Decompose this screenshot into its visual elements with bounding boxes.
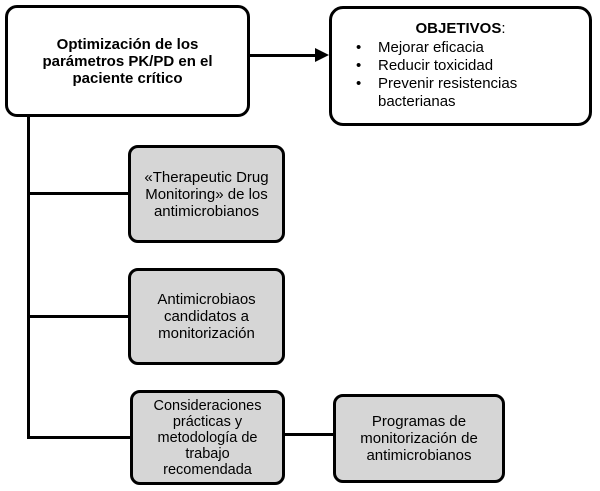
objective-item: Reducir toxicidad [332,57,589,75]
arrowhead-right-icon [315,48,329,62]
branch-box-consideraciones-practicas: Consideraciones prácticas y metodología … [130,390,285,485]
branch-line-consideraciones [27,436,130,439]
root-box-optimizacion-pkpd: Optimización de los parámetros PK/PD en … [5,5,250,117]
arrow-root-to-objectives-line [250,54,318,57]
objectives-list: Mejorar eficacia Reducir toxicidad Preve… [332,39,589,111]
objectives-box: OBJETIVOS: Mejorar eficacia Reducir toxi… [329,6,592,126]
programs-box-monitorizacion: Programas de monitorización de antimicro… [333,394,505,483]
objective-item: Prevenir resistencias bacterianas [332,75,589,111]
branch-box-therapeutic-drug-monitoring: «Therapeutic Drug Monitoring» de los ant… [128,145,285,243]
trunk-connector-line [27,115,30,439]
objectives-heading-colon: : [501,20,506,37]
branch-line-candidatos [27,315,128,318]
connector-consideraciones-to-programas [283,433,335,436]
objectives-heading: OBJETIVOS: [332,20,589,38]
branch-line-tdm [27,192,128,195]
objective-item: Mejorar eficacia [332,39,589,57]
objectives-heading-text: OBJETIVOS [415,20,502,37]
branch-box-antimicrobianos-candidatos: Antimicrobiaos candidatos a monitorizaci… [128,268,285,365]
